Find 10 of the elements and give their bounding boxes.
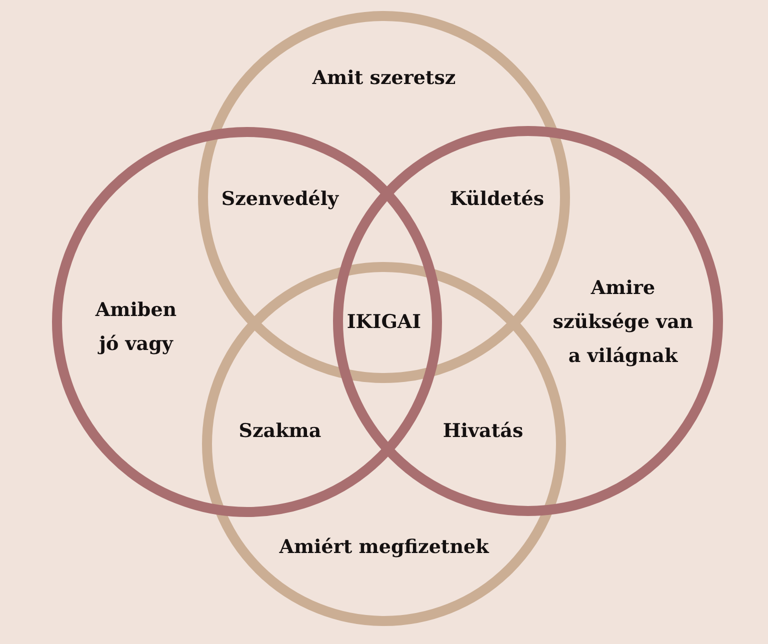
overlap-label: Szenvedély (221, 187, 339, 212)
overlap-label: Szakma (238, 419, 322, 444)
overlap-label: Hivatás (442, 419, 524, 444)
circle-label: Amire szüksége van a világnak (552, 276, 694, 369)
center-label: IKIGAI (346, 310, 422, 335)
overlap-label: Küldetés (450, 187, 544, 212)
circle-label: Amiben jó vagy (94, 298, 178, 357)
circle-label: Amit szeretsz (312, 66, 456, 91)
venn-circle (52, 127, 442, 517)
circle-label: Amiért megfizetnek (279, 535, 489, 560)
